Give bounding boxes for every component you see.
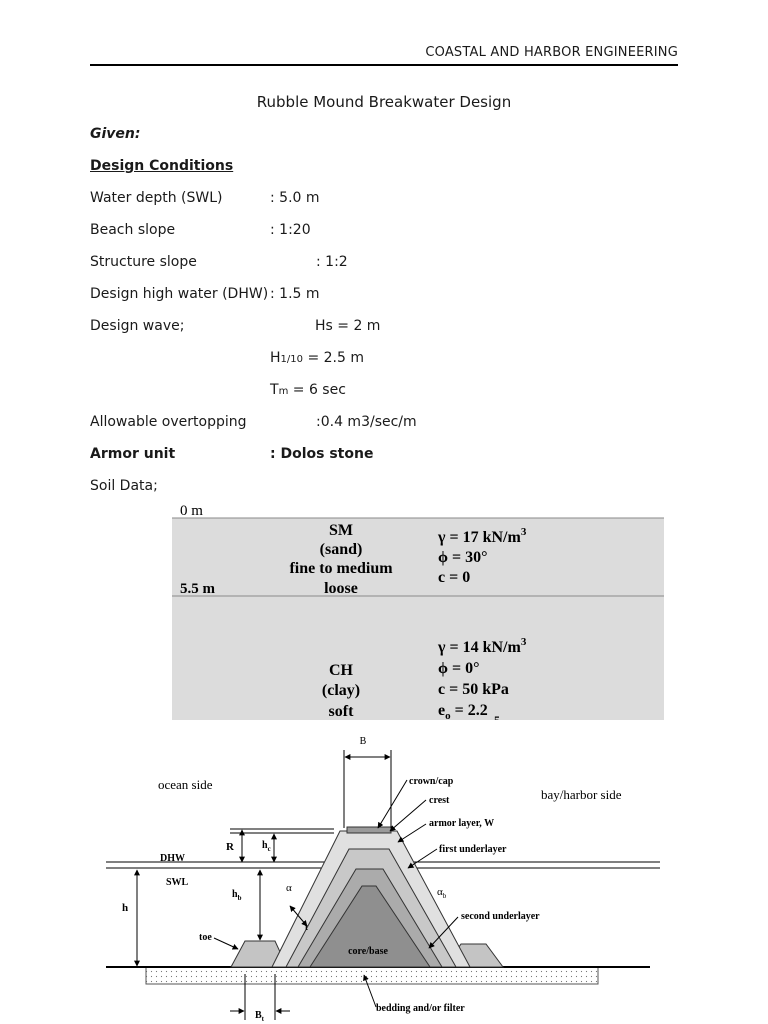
layer2-e0: eo = 2.2 xyxy=(438,702,488,720)
design-conditions-heading: Design Conditions xyxy=(90,158,234,174)
armor-unit-value: : Dolos stone xyxy=(270,446,374,462)
label-alpha-b: αb xyxy=(437,886,447,900)
condition-label-water-depth: Water depth (SWL) xyxy=(90,190,223,206)
t-dimension xyxy=(289,905,308,927)
condition-value-h110: H1/10 = 2.5 m xyxy=(270,350,364,366)
label-h: h xyxy=(122,902,128,914)
label-core-base: core/base xyxy=(348,946,388,957)
header-text: COASTAL AND HARBOR ENGINEERING xyxy=(425,45,678,60)
core xyxy=(309,885,431,968)
layer2-name-line3: soft xyxy=(329,703,355,720)
soil-data-label: Soil Data; xyxy=(90,478,158,494)
crown-cap xyxy=(346,826,392,834)
label-crest: crest xyxy=(429,795,450,806)
condition-value-structure-slope: : 1:2 xyxy=(316,254,348,270)
given-label: Given: xyxy=(90,126,141,142)
label-t: t xyxy=(305,922,308,932)
label-b: B xyxy=(360,736,367,747)
condition-value-water-depth: : 5.0 m xyxy=(270,190,320,206)
layer1-name-line1: SM xyxy=(329,522,353,539)
label-second-underlayer: second underlayer xyxy=(461,911,540,922)
label-hb: hb xyxy=(232,889,242,902)
document-title: Rubble Mound Breakwater Design xyxy=(256,93,512,111)
overtopping-value: :0.4 m3/sec/m xyxy=(316,414,417,430)
label-bay-harbor-side: bay/harbor side xyxy=(541,787,622,802)
label-bedding-filter: bedding and/or filter xyxy=(376,1003,465,1014)
label-swl: SWL xyxy=(166,877,189,888)
layer2-c: c = 50 kPa xyxy=(438,681,509,698)
soil-profile-table: 0 m 5.5 m SM (sand) fine to medium loose… xyxy=(172,502,664,720)
layer1-phi: ϕ = 30° xyxy=(438,549,488,566)
condition-value-tm: Tm = 6 sec xyxy=(270,382,346,398)
condition-label-dhw: Design high water (DHW) xyxy=(90,286,269,302)
label-crown-cap: crown/cap xyxy=(409,776,454,787)
layer1-name-line3: fine to medium xyxy=(289,560,393,577)
armor-unit-label: Armor unit xyxy=(90,446,176,462)
label-ocean-side: ocean side xyxy=(158,777,213,792)
layer2-gamma: γ = 14 kN/m3 xyxy=(437,636,527,656)
layer2-name-line1: CH xyxy=(329,662,354,679)
layer2-phi: ϕ = 0° xyxy=(438,660,480,677)
layer1-c: c = 0 xyxy=(438,569,470,586)
top-depth-label: 0 m xyxy=(180,503,203,519)
header-rule xyxy=(90,64,678,66)
condition-value-beach-slope: : 1:20 xyxy=(270,222,311,238)
layer2-clipped-fragment: 5 xyxy=(494,713,500,720)
soil-fill xyxy=(172,518,664,720)
condition-label-beach-slope: Beach slope xyxy=(90,222,176,238)
label-toe: toe xyxy=(199,932,212,943)
condition-value-dhw: : 1.5 m xyxy=(270,286,320,302)
label-armor-layer: armor layer, W xyxy=(429,818,494,829)
layer1-name-line4: loose xyxy=(324,580,358,597)
label-hc: hc xyxy=(262,840,271,853)
condition-label-structure-slope: Structure slope xyxy=(90,254,197,270)
layer1-gamma: γ = 17 kN/m3 xyxy=(437,526,527,546)
condition-label-design-wave: Design wave; xyxy=(90,318,185,334)
layer1-name-line2: (sand) xyxy=(320,541,363,558)
label-bt: Bt xyxy=(255,1010,265,1022)
layer1-depth-label: 5.5 m xyxy=(180,581,216,597)
overtopping-label: Allowable overtopping xyxy=(90,414,247,430)
condition-value-hs: Hs = 2 m xyxy=(315,318,381,334)
ocean-toe xyxy=(230,940,288,968)
label-alpha: α xyxy=(286,882,292,894)
label-r: R xyxy=(226,841,235,853)
layer2-name-line2: (clay) xyxy=(322,682,360,699)
label-dhw: DHW xyxy=(160,853,185,864)
breakwater-cross-section-diagram: B ocean side bay/harbor side crown/cap c… xyxy=(100,730,670,1022)
bedding-layer xyxy=(145,966,599,985)
label-first-underlayer: first underlayer xyxy=(439,844,507,855)
